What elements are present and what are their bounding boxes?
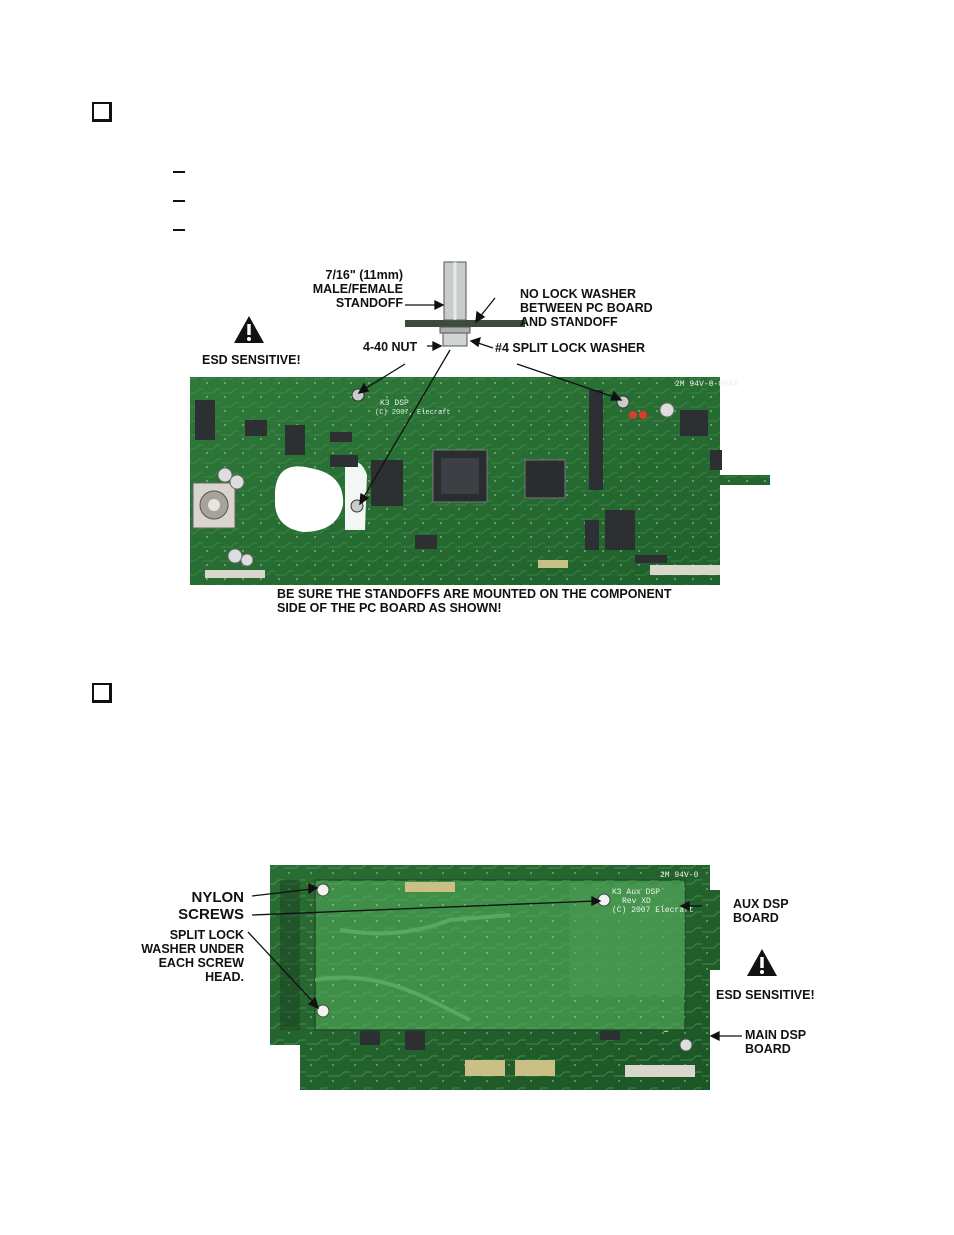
inset-nut	[442, 332, 468, 347]
silk-aux-name: K3 Aux DSP	[612, 888, 660, 897]
label-standoff-size: 7/16" (11mm)	[325, 268, 404, 282]
silk-aux-rev: Rev XD	[622, 897, 651, 906]
label-split-lock: #4 SPLIT LOCK WASHER	[495, 341, 646, 355]
step-2-checkbox[interactable]	[92, 683, 112, 703]
nylon-screw-top-right	[597, 893, 611, 907]
label-esd-1: ESD SENSITIVE!	[202, 353, 301, 367]
substep-b-dash	[173, 200, 185, 202]
label-split-3: EACH SCREW	[158, 956, 244, 970]
figure-main-dsp-standoffs: K3 DSP (C) 2007, Elecraft 2M 94V-0-0943 …	[185, 260, 785, 620]
inset-lock-washer	[439, 326, 471, 334]
label-aux-1: AUX DSP	[733, 897, 789, 911]
label-no-lock-2: BETWEEN PC BOARD	[520, 301, 653, 315]
substep-c-dash	[173, 229, 185, 231]
substep-a-dash	[173, 171, 185, 173]
warning-triangle-icon	[746, 948, 778, 983]
inset-board-edge	[405, 320, 525, 327]
label-split-1: SPLIT LOCK	[169, 928, 244, 942]
nylon-screw-bottom-left	[316, 1004, 330, 1018]
label-screws: SCREWS	[178, 906, 244, 923]
label-note-1: BE SURE THE STANDOFFS ARE MOUNTED ON THE…	[277, 587, 672, 601]
label-note-2: SIDE OF THE PC BOARD AS SHOWN!	[277, 601, 502, 615]
label-esd-2: ESD SENSITIVE!	[716, 988, 815, 1002]
silk-board-name: K3 DSP	[380, 399, 409, 408]
nylon-screw-top-left	[316, 883, 330, 897]
label-main-2: BOARD	[745, 1042, 791, 1056]
aux-dsp-board-photo: K3 Aux DSP Rev XD (C) 2007 Elecraft 2M 9…	[247, 865, 742, 1090]
label-nylon: NYLON	[191, 889, 245, 906]
label-aux-2: BOARD	[733, 911, 779, 925]
silk-rating-2: 2M 94V-0	[660, 871, 699, 880]
label-no-lock-3: AND STANDOFF	[520, 315, 618, 329]
label-standoff-word: STANDOFF	[335, 296, 403, 310]
step-1-checkbox[interactable]	[92, 102, 112, 122]
warning-triangle-icon	[233, 315, 265, 350]
label-split-2: WASHER UNDER	[141, 942, 244, 956]
main-dsp-board-photo: K3 DSP (C) 2007, Elecraft 2M 94V-0-0943	[190, 261, 770, 585]
label-standoff-type: MALE/FEMALE	[312, 282, 403, 296]
figure-aux-dsp-mounting: K3 Aux DSP Rev XD (C) 2007 Elecraft 2M 9…	[130, 860, 830, 1100]
label-nut: 4-40 NUT	[363, 340, 418, 354]
label-no-lock-1: NO LOCK WASHER	[520, 287, 636, 301]
label-split-4: HEAD.	[205, 970, 244, 984]
label-main-1: MAIN DSP	[745, 1028, 807, 1042]
silk-aux-copy: (C) 2007 Elecraft	[612, 906, 694, 915]
silk-rating: 2M 94V-0-0943	[675, 380, 738, 389]
